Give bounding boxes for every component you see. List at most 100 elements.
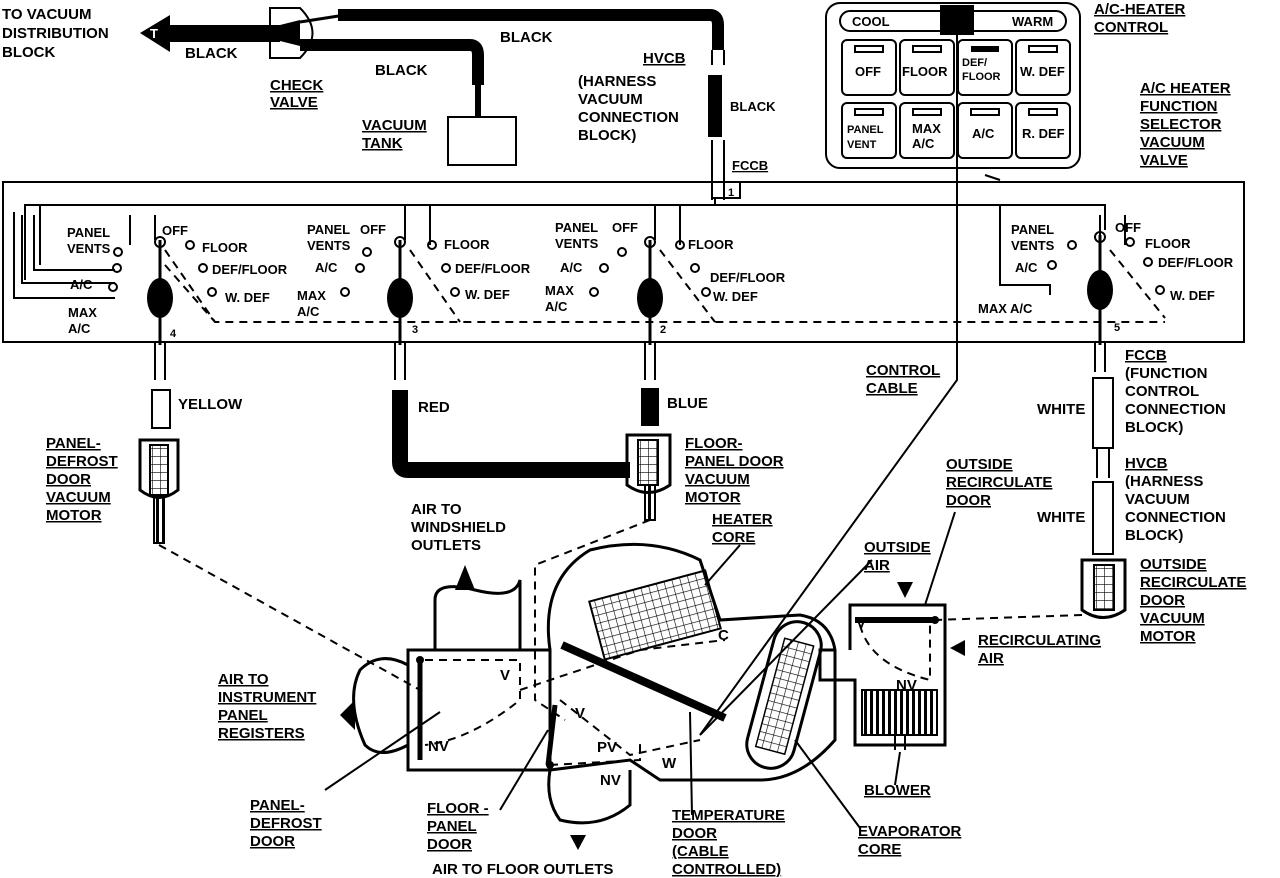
hvcb-right-l2: (HARNESS	[1125, 473, 1203, 490]
v5-off: OFF	[1115, 220, 1141, 235]
outside-air-l2: AIR	[864, 557, 890, 574]
windshield-l3: OUTLETS	[411, 537, 481, 554]
floor-panel-motor	[534, 433, 672, 721]
temperature-door	[560, 641, 727, 722]
hoses	[151, 342, 1114, 555]
black-label-4: BLACK	[730, 99, 776, 114]
fp-door-l1: FLOOR -	[427, 800, 489, 817]
v4-def-floor: DEF/FLOOR	[212, 262, 288, 277]
vacuum-source: T	[140, 7, 725, 200]
valve-2	[589, 236, 711, 345]
recirc-air-l2: AIR	[978, 650, 1004, 667]
warm-label: WARM	[1012, 14, 1053, 29]
ac-control-l2: CONTROL	[1094, 19, 1168, 36]
instrument-l1: AIR TO	[218, 671, 269, 688]
to-block-l3: BLOCK	[2, 44, 55, 61]
black-label-1: BLACK	[185, 45, 238, 62]
hvcb-top-l4: CONNECTION	[578, 109, 679, 126]
windshield-l1: AIR TO	[411, 501, 462, 518]
mark-w: W	[662, 755, 677, 772]
v4-ac: A/C	[70, 277, 93, 292]
btn-max-ac-l1[interactable]: MAX	[912, 121, 941, 136]
v4-floor: FLOOR	[202, 240, 248, 255]
btn-def-floor-l1[interactable]: DEF/	[962, 57, 987, 69]
blower-wheel	[861, 689, 938, 736]
valve-3	[340, 236, 460, 345]
pd-motor-l2: DEFROST	[46, 453, 118, 470]
white-label-1: WHITE	[1037, 401, 1085, 418]
selector-l3: SELECTOR	[1140, 116, 1222, 133]
port-3: 3	[412, 324, 418, 336]
v3-vents: VENTS	[307, 238, 351, 253]
hvcb-right-l1: HVCB	[1125, 455, 1168, 472]
windshield-l2: WINDSHIELD	[411, 519, 506, 536]
hvcb-top-l1: HVCB	[643, 50, 686, 67]
mark-c: C	[718, 627, 729, 644]
blue-label: BLUE	[667, 395, 708, 412]
pd-door-l1: PANEL-	[250, 797, 305, 814]
to-block-l2: DISTRIBUTION	[2, 25, 109, 42]
v5-vents: VENTS	[1011, 238, 1055, 253]
fp-motor-l4: MOTOR	[685, 489, 741, 506]
v3-panel: PANEL	[307, 222, 350, 237]
btn-off[interactable]: OFF	[855, 64, 881, 79]
black-hose-top	[338, 9, 724, 50]
btn-def-floor-l2[interactable]: FLOOR	[962, 71, 1001, 83]
v2-floor: FLOOR	[688, 237, 734, 252]
btn-panel-vent-l1[interactable]: PANEL	[847, 124, 884, 136]
v5-def-floor: DEF/FLOOR	[1158, 255, 1234, 270]
or-door-l2: RECIRCULATE	[946, 474, 1052, 491]
v2-off: OFF	[612, 220, 638, 235]
or-motor-l2: RECIRCULATE	[1140, 574, 1246, 591]
v2-panel: PANEL	[555, 220, 598, 235]
or-motor-l3: DOOR	[1140, 592, 1185, 609]
fp-door-l3: DOOR	[427, 836, 472, 853]
mark-nv1: NV	[428, 738, 449, 755]
fp-motor-l3: VACUUM	[685, 471, 750, 488]
btn-floor[interactable]: FLOOR	[902, 64, 948, 79]
btn-w-def[interactable]: W. DEF	[1020, 64, 1065, 79]
valve-4	[108, 236, 217, 345]
mark-v1: V	[500, 667, 510, 684]
heater-core	[588, 569, 722, 661]
mark-v2: V	[575, 705, 585, 722]
fp-door-l2: PANEL	[427, 818, 477, 835]
panel-defrost-motor	[138, 438, 421, 691]
fp-motor-l2: PANEL DOOR	[685, 453, 784, 470]
hvcb-top-l3: VACUUM	[578, 91, 643, 108]
btn-r-def[interactable]: R. DEF	[1022, 126, 1065, 141]
pd-motor-l3: DOOR	[46, 471, 91, 488]
v3-def-floor: DEF/FLOOR	[455, 261, 531, 276]
recirc-air-l1: RECIRCULATING	[978, 632, 1101, 649]
mark-nv3: NV	[896, 677, 917, 694]
port-5: 5	[1114, 322, 1120, 334]
white-label-2: WHITE	[1037, 509, 1085, 526]
hvcb-right-l3: VACUUM	[1125, 491, 1190, 508]
v2-def-floor: DEF/FLOOR	[710, 270, 786, 285]
btn-panel-vent-l2[interactable]: VENT	[847, 139, 877, 151]
v3-max-ac: A/C	[297, 304, 320, 319]
or-door-l1: OUTSIDE	[946, 456, 1013, 473]
valve-5	[1047, 231, 1165, 345]
tee-mark: T	[150, 26, 158, 41]
yellow-hose	[151, 389, 171, 429]
btn-ac[interactable]: A/C	[972, 126, 995, 141]
leader-lines	[324, 174, 1001, 829]
btn-max-ac-l2[interactable]: A/C	[912, 136, 935, 151]
control-cable-l1: CONTROL	[866, 362, 940, 379]
selector-l2: FUNCTION	[1140, 98, 1218, 115]
hvcb-top-l5: BLOCK)	[578, 127, 636, 144]
v5-max-ac: MAX A/C	[978, 301, 1033, 316]
v4-panel: PANEL	[67, 225, 110, 240]
red-hose	[392, 390, 630, 478]
v2-max: MAX	[545, 283, 574, 298]
hvcb-right-l4: CONNECTION	[1125, 509, 1226, 526]
pd-door-l2: DEFROST	[250, 815, 322, 832]
mark-v3: V	[856, 615, 866, 632]
white-hose-1	[1092, 377, 1114, 449]
v3-max: MAX	[297, 288, 326, 303]
evap-l2: CORE	[858, 841, 901, 858]
fccb-right-l5: BLOCK)	[1125, 419, 1183, 436]
or-motor-l1: OUTSIDE	[1140, 556, 1207, 573]
selector-valve-box	[2, 181, 1245, 345]
